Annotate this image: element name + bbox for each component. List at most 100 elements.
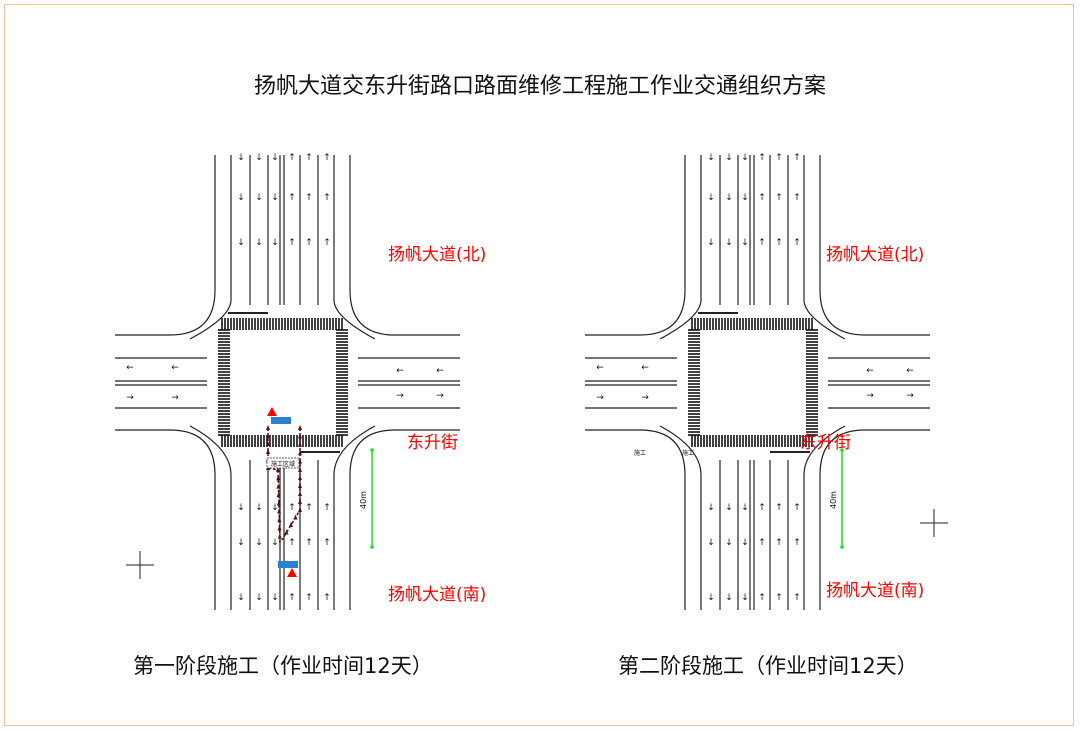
construction-sign-icon <box>278 561 298 568</box>
lane-arrow-icon: ↑ <box>288 503 296 513</box>
traffic-cone-icon <box>298 483 302 488</box>
intersection-1: ↓↓↓↑↑↑↓↓↓↑↑↑↓↓↓↑↑↑↓↓↓↑↑↑↓↓↓↑↑↑↓↓↓↑↑↑←←→→… <box>115 153 460 610</box>
road-label-east-1: 东升街 <box>407 433 458 453</box>
lane-arrow-icon: ↑ <box>758 593 766 603</box>
lane-arrow-icon: ↓ <box>237 193 245 203</box>
lane-arrow-icon: ← <box>126 363 134 373</box>
lane-arrow-icon: ↑ <box>758 538 766 548</box>
traffic-cone-icon <box>276 500 281 506</box>
lane-arrow-icon: ↓ <box>271 503 279 513</box>
lane-arrow-icon: → <box>126 393 134 403</box>
lane-arrow-icon: ↓ <box>707 153 715 163</box>
lane-arrow-icon: ↓ <box>255 153 263 163</box>
lane-arrow-icon: ↓ <box>725 153 733 163</box>
lane-arrow-icon: ↓ <box>741 538 749 548</box>
lane-arrow-icon: ↓ <box>707 193 715 203</box>
lane-arrow-icon: ↑ <box>793 503 801 513</box>
traffic-cone-icon <box>277 517 282 522</box>
page-frame <box>4 4 1074 726</box>
lane-arrow-icon: ↓ <box>255 538 263 548</box>
lane-arrow-icon: ↑ <box>288 593 296 603</box>
lane-arrow-icon: ↓ <box>741 593 749 603</box>
lane-arrow-icon: ↓ <box>271 538 279 548</box>
curb-line <box>189 425 232 610</box>
road-edge <box>585 429 686 610</box>
lane-arrow-icon: ↓ <box>741 193 749 203</box>
traffic-cone-icon <box>298 499 302 504</box>
lane-arrow-icon: ↑ <box>775 153 783 163</box>
lane-arrow-icon: ← <box>906 366 914 376</box>
lane-arrow-icon: ↓ <box>255 593 263 603</box>
lane-arrow-icon: ↓ <box>707 538 715 548</box>
traffic-cone-icon <box>289 522 293 527</box>
lane-arrow-icon: ↑ <box>323 538 331 548</box>
lane-arrow-icon: ↓ <box>725 503 733 513</box>
work-zone-tag <box>266 457 300 469</box>
curb-line <box>189 155 232 340</box>
traffic-cone-icon <box>298 475 302 480</box>
lane-arrow-icon: ↑ <box>775 238 783 248</box>
dimension-end <box>840 545 844 549</box>
lane-arrow-icon: ↑ <box>758 153 766 163</box>
lane-arrow-icon: ↑ <box>288 538 296 548</box>
lane-arrow-icon: ↑ <box>323 153 331 163</box>
traffic-cone-icon <box>298 491 302 496</box>
curb-line <box>659 155 702 340</box>
lane-arrow-icon: ↑ <box>775 503 783 513</box>
traffic-cone-icon <box>298 450 302 456</box>
traffic-cone-icon <box>298 441 302 447</box>
lane-arrow-icon: → <box>641 393 649 403</box>
traffic-cone-icon <box>276 483 281 489</box>
lane-arrow-icon: ↓ <box>725 593 733 603</box>
lane-arrow-icon: → <box>436 391 444 401</box>
lane-arrow-icon: ↑ <box>323 503 331 513</box>
lane-arrow-icon: ↑ <box>775 193 783 203</box>
lane-arrow-icon: ↑ <box>305 593 313 603</box>
curb-line <box>333 155 376 340</box>
dimension-end <box>370 448 374 452</box>
traffic-cone-icon <box>276 467 280 472</box>
lane-arrow-icon: → <box>596 393 604 403</box>
curb-line <box>803 155 846 340</box>
lane-arrow-icon: ↓ <box>237 153 245 163</box>
lane-arrow-icon: ↓ <box>255 238 263 248</box>
road-edge <box>115 429 216 610</box>
curb-line <box>659 425 702 610</box>
construction-sign-icon <box>271 417 291 424</box>
lane-arrow-icon: ↓ <box>725 538 733 548</box>
lane-arrow-icon: → <box>866 391 874 401</box>
lane-arrow-icon: ↑ <box>758 193 766 203</box>
curb-line <box>803 425 846 610</box>
lane-arrow-icon: ↓ <box>237 538 245 548</box>
dimension-end <box>840 448 844 452</box>
traffic-cone-icon <box>298 433 302 439</box>
lane-arrow-icon: ↓ <box>725 238 733 248</box>
traffic-cone-icon <box>276 475 281 481</box>
lane-arrow-icon: ↓ <box>741 503 749 513</box>
lane-arrow-icon: ↓ <box>725 193 733 203</box>
traffic-cone-icon <box>266 449 270 454</box>
lane-arrow-icon: ↑ <box>758 503 766 513</box>
traffic-cone-icon <box>266 433 270 438</box>
road-label-north-2: 扬帆大道(北) <box>826 245 925 265</box>
lane-arrow-icon: ↑ <box>793 238 801 248</box>
lane-arrow-icon: ↓ <box>707 503 715 513</box>
work-zone-label: 施工 <box>682 449 694 457</box>
work-zone-label: 施工区域 <box>271 460 295 468</box>
traffic-cone-icon <box>298 507 302 512</box>
lane-arrow-icon: ↑ <box>775 593 783 603</box>
curb-line <box>333 425 376 610</box>
dimension-label: 40m <box>829 491 838 509</box>
traffic-cone-icon <box>277 508 282 514</box>
lane-arrow-icon: ↓ <box>255 193 263 203</box>
lane-arrow-icon: ↑ <box>305 193 313 203</box>
lane-arrow-icon: ↑ <box>288 238 296 248</box>
dimension-end <box>370 545 374 549</box>
lane-arrow-icon: ← <box>596 363 604 373</box>
lane-arrow-icon: ↓ <box>271 593 279 603</box>
lane-arrow-icon: ↑ <box>288 153 296 163</box>
warning-triangle-icon <box>287 568 297 577</box>
road-edge <box>115 155 216 336</box>
lane-arrow-icon: → <box>171 393 179 403</box>
